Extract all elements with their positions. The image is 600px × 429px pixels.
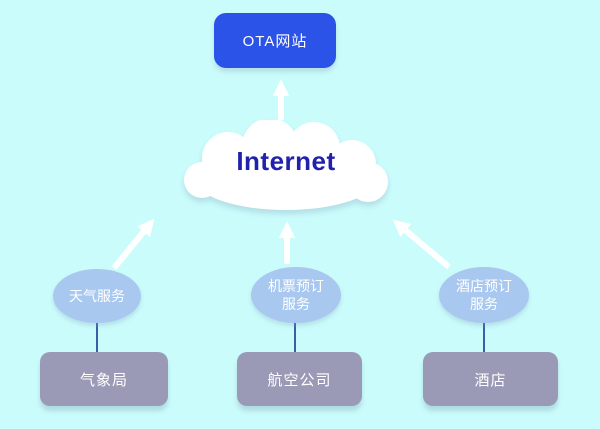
arrow-hotel-to-internet [392, 219, 451, 270]
arrow-weather-to-internet [111, 218, 155, 270]
hotel-booking-service-node: 酒店预订 服务 [439, 267, 529, 323]
ota-website-node: OTA网站 [214, 13, 336, 68]
airline-node: 航空公司 [237, 352, 362, 406]
ota-website-label: OTA网站 [242, 33, 308, 50]
internet-cloud [180, 118, 392, 218]
flight-booking-service-label: 机票预订 [268, 278, 324, 294]
meteorological-bureau-node: 气象局 [40, 352, 168, 406]
weather-service-label: 天气服务 [69, 288, 125, 304]
hotel-node: 酒店 [423, 352, 558, 406]
airline-label: 航空公司 [267, 371, 332, 389]
meteorological-bureau-label: 气象局 [79, 371, 128, 389]
flight-booking-service-node: 机票预订 服务 [251, 267, 341, 323]
hotel-booking-service-label-line2: 服务 [470, 296, 498, 312]
cloud-shape [184, 118, 388, 210]
internet-label: Internet [236, 146, 336, 176]
weather-service-node: 天气服务 [53, 269, 141, 323]
flight-booking-service-label-line2: 服务 [282, 296, 310, 312]
hotel-label: 酒店 [474, 371, 507, 389]
hotel-booking-service-label: 酒店预订 [456, 278, 512, 294]
